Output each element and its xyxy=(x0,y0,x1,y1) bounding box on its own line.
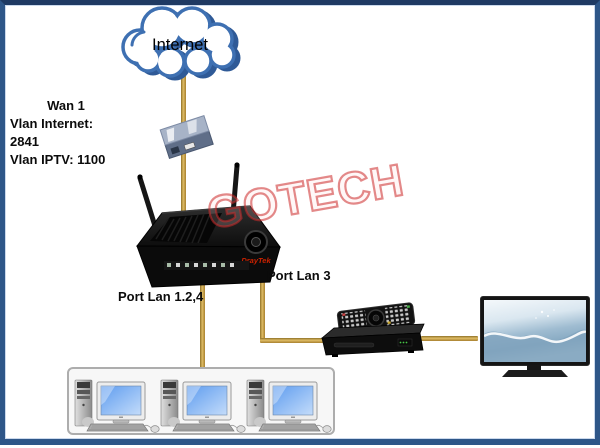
internet-label: Internet xyxy=(152,36,208,54)
television-icon xyxy=(480,296,590,380)
lan-computers-group xyxy=(74,379,332,433)
fiber-media-converter-icon xyxy=(159,115,214,160)
tv-screen xyxy=(484,300,586,362)
tv-stand xyxy=(502,370,568,377)
stb-to-tv-line xyxy=(421,336,478,341)
set-top-box-icon xyxy=(320,302,425,357)
port-lan-124-label: Port Lan 1.2,4 xyxy=(118,289,204,304)
internet-cloud: Internet xyxy=(121,6,241,81)
pc-workstation xyxy=(74,379,160,433)
lan-computers-box xyxy=(67,367,335,435)
lan-line-port124 xyxy=(200,278,205,369)
wan-info-block: Wan 1 Vlan Internet: 2841 Vlan IPTV: 110… xyxy=(10,97,122,169)
wireless-router-icon: DrayTek xyxy=(135,162,281,288)
router-brand-label: DrayTek xyxy=(241,256,271,265)
wan-line-3: Vlan IPTV: 1100 xyxy=(10,152,106,167)
router-antenna-right xyxy=(230,162,240,217)
wan-line-2: Vlan Internet: 2841 xyxy=(10,116,94,149)
port-lan-3-label: Port Lan 3 xyxy=(267,268,331,283)
lan-line-port3-horizontal xyxy=(260,338,332,343)
lan-line-port3-vertical xyxy=(260,276,265,340)
tv-neck xyxy=(527,365,541,371)
wan-line-1: Wan 1 xyxy=(47,98,85,113)
router-antenna-left xyxy=(137,174,158,229)
